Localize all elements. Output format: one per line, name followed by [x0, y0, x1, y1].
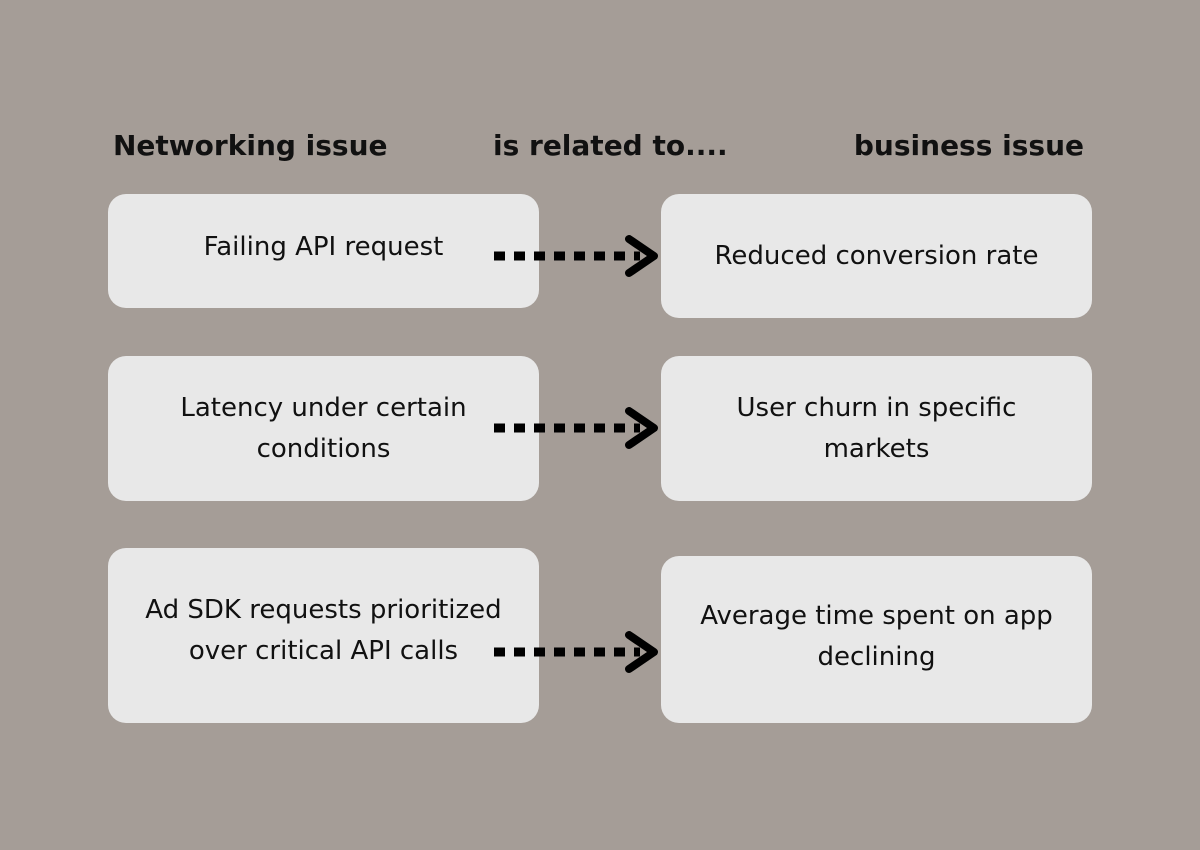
networking-issue-box-3: Ad SDK requests prioritized over critica… [108, 548, 539, 723]
networking-issue-label-1: Failing API request [203, 231, 444, 262]
business-issue-box-3: Average time spent on app declining [661, 556, 1092, 723]
networking-issue-label-2: Latency under certain conditions [180, 392, 467, 464]
dotted-arrow-icon-1 [492, 231, 664, 281]
business-issue-label-2: User churn in specific markets [736, 392, 1017, 464]
header-business-issue: business issue [853, 129, 1084, 162]
business-issue-label-1: Reduced conversion rate [714, 240, 1039, 271]
dotted-arrow-icon-3 [492, 627, 664, 677]
business-issue-box-1: Reduced conversion rate [661, 194, 1092, 318]
networking-issue-box-2: Latency under certain conditions [108, 356, 539, 501]
networking-issue-label-3: Ad SDK requests prioritized over critica… [145, 594, 502, 666]
header-is-related-to: is related to.... [493, 129, 728, 162]
business-issue-box-2: User churn in specific markets [661, 356, 1092, 501]
header-networking-issue: Networking issue [113, 129, 388, 162]
business-issue-label-3: Average time spent on app declining [700, 600, 1053, 672]
dotted-arrow-icon-2 [492, 403, 664, 453]
networking-issue-box-1: Failing API request [108, 194, 539, 308]
